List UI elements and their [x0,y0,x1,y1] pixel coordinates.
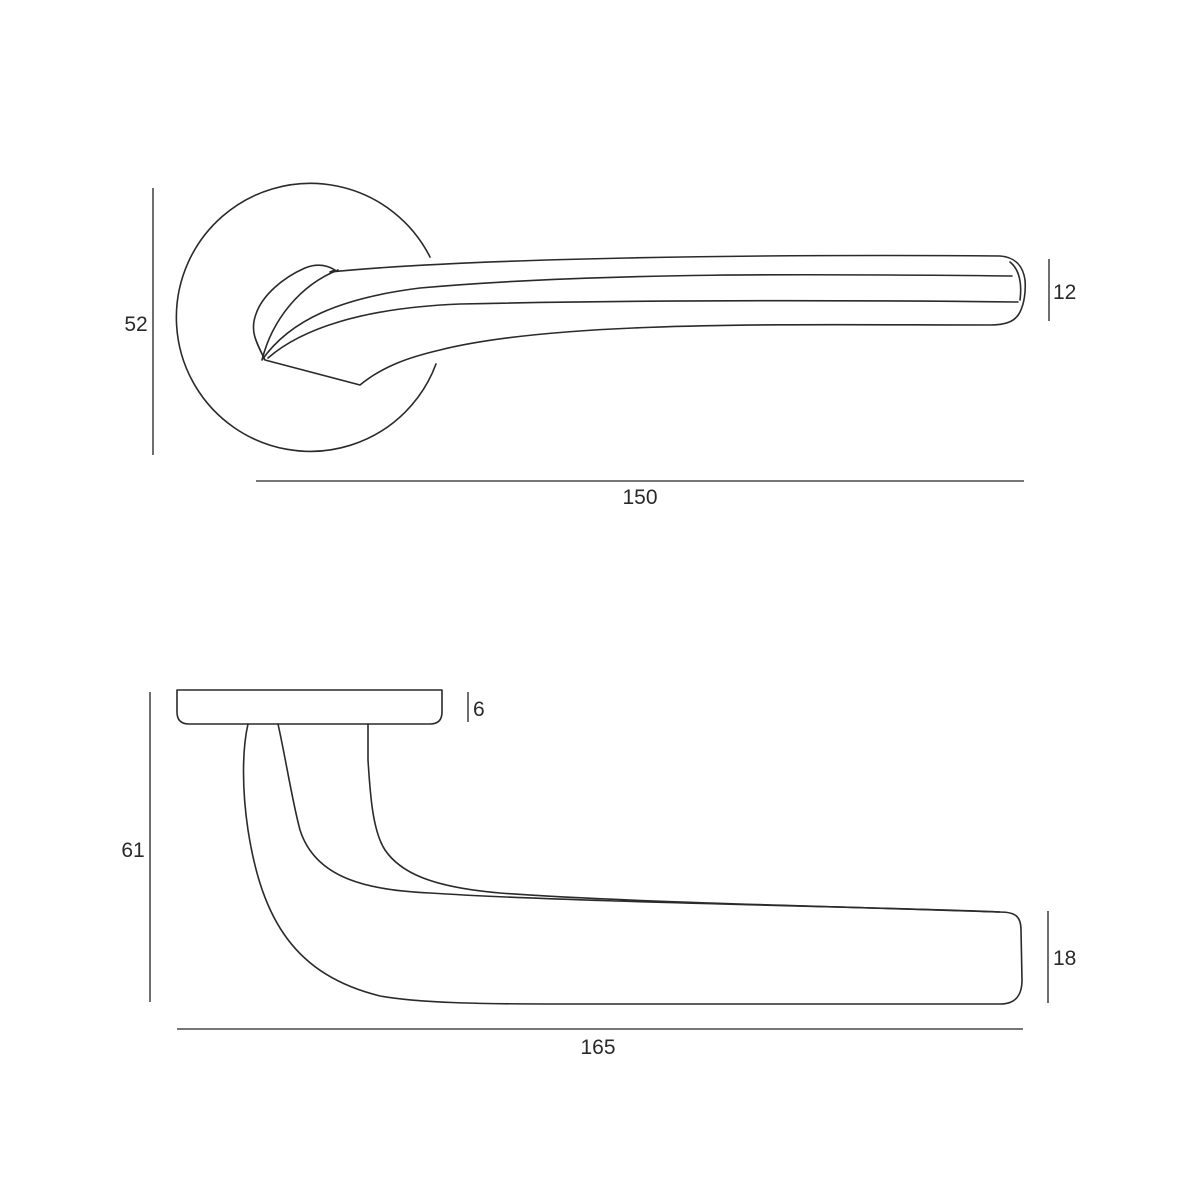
dim-label-side-height: 61 [121,839,144,862]
lever-tip-facet [1009,261,1022,301]
dim-label-rose-thickness: 6 [473,698,485,721]
dim-label-top-height: 52 [124,313,147,336]
dim-label-grip-height: 18 [1053,947,1076,970]
top-view: 52 12 150 [124,182,1076,509]
lever-outline [252,254,1027,386]
dim-label-top-length: 150 [622,486,657,509]
rose-circle [175,182,437,453]
side-view: 6 61 18 165 [121,689,1076,1059]
dim-label-top-thickness: 12 [1053,281,1076,304]
rose-plate [176,689,443,725]
lever-upper-ridge [261,269,1013,361]
lever-side-ridge [277,723,1001,913]
lever-lower-ridge [267,299,1019,359]
lever-side-outline [242,723,1023,1005]
dim-label-side-length: 165 [580,1036,615,1059]
